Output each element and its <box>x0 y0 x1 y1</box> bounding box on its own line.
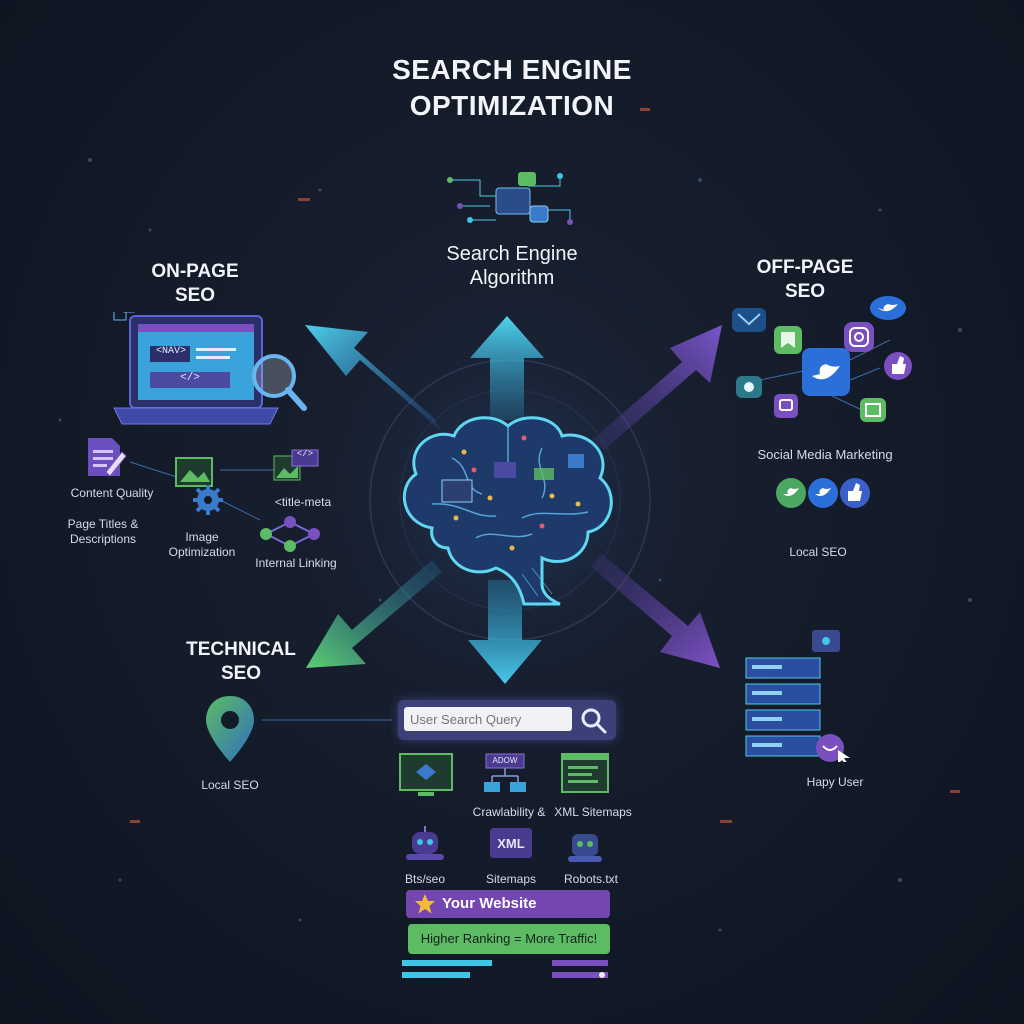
technical-heading: TECHNICAL SEO <box>176 638 306 686</box>
magnifier-icon <box>581 708 607 734</box>
social-badges <box>776 478 870 508</box>
arrow-up-right <box>592 325 722 450</box>
content-quality-label: Content Quality <box>70 486 154 500</box>
laptop-nav-tag: <NAV> <box>155 346 186 357</box>
traffic-bars <box>402 960 608 978</box>
ranking-banner: Higher Ranking = More Traffic! <box>408 924 610 954</box>
off-page-local-seo-label: Local SEO <box>789 545 847 559</box>
algorithm-heading-line-1: Search Engine <box>446 243 578 265</box>
image-optimization-label-line-2: Optimization <box>168 545 236 559</box>
arrow-up-left <box>305 325 440 430</box>
bookmark-icon <box>774 326 802 354</box>
title-line-1: SEARCH ENGINE <box>392 54 632 85</box>
code-image-icon <box>273 449 319 481</box>
laptop-code-tag: </> <box>180 372 200 384</box>
arrow-down-left <box>306 560 442 668</box>
robots-txt-icon <box>568 834 602 862</box>
robot-bot-icon <box>406 826 444 860</box>
accent-dashes <box>130 108 960 823</box>
server-stack-icon <box>745 630 850 762</box>
traffic-bar-2 <box>552 960 608 966</box>
share-icon <box>736 376 762 398</box>
technical-icons-row <box>399 753 609 796</box>
xml-icon-text: XML <box>497 836 525 851</box>
social-network-cluster <box>732 296 912 422</box>
document-edit-icon <box>88 438 127 477</box>
image-optimization-label-line-1: Image <box>185 530 219 544</box>
technical-icons-row-2: XML <box>406 826 602 862</box>
off-page-heading-line-1: OFF-PAGE <box>756 257 854 278</box>
search-bar <box>398 700 616 740</box>
code-tag-label: </> <box>296 449 314 459</box>
page-titles-label-line-2: Descriptions <box>69 532 137 546</box>
your-website-label: Your Website <box>442 895 537 912</box>
algorithm-heading-line-2: Algorithm <box>469 267 555 289</box>
technical-heading-line-1: TECHNICAL <box>186 639 296 660</box>
calendar-icon <box>860 398 886 422</box>
brain-icon <box>402 416 613 606</box>
twitter-badge-green <box>776 478 806 508</box>
adow-tag-label: ADOW <box>492 756 518 765</box>
twitter-icon-small <box>870 296 906 320</box>
sitemap-tree-icon <box>484 753 526 792</box>
twitter-icon-large <box>802 348 850 396</box>
chat-icon <box>774 394 798 418</box>
page-titles-label: Page Titles & Descriptions <box>48 517 158 547</box>
internal-linking-label: Internal Linking <box>255 556 337 570</box>
off-page-heading-line-2: SEO <box>784 281 826 302</box>
background-dots <box>58 158 972 932</box>
happy-user-label: Hapy User <box>806 775 864 789</box>
on-page-heading-line-2: SEO <box>174 285 216 306</box>
connector-lines <box>129 339 891 721</box>
diagram-title: SEARCH ENGINE OPTIMIZATION <box>0 52 1024 124</box>
sitemaps-label: Sitemaps <box>485 872 537 886</box>
like-badge <box>840 478 870 508</box>
algorithm-network-icon <box>447 172 573 225</box>
like-icon <box>884 352 912 380</box>
on-page-heading: ON-PAGE SEO <box>130 260 260 308</box>
email-icon <box>732 308 766 332</box>
title-meta-label: <title-meta <box>274 495 332 509</box>
monitor-crawl-icon <box>399 753 453 796</box>
twitter-badge-blue <box>808 478 838 508</box>
ranking-label: Higher Ranking = More Traffic! <box>420 931 598 946</box>
search-input[interactable] <box>404 707 572 731</box>
off-page-heading: OFF-PAGE SEO <box>740 256 870 304</box>
technical-heading-line-2: SEO <box>220 663 262 684</box>
algorithm-heading: Search Engine Algorithm <box>402 242 622 290</box>
image-gear-icon <box>175 457 223 515</box>
robots-txt-label: Robots.txt <box>563 872 619 886</box>
your-website-bar: Your Website <box>406 890 610 918</box>
xml-file-icon <box>561 753 609 793</box>
traffic-bar-3 <box>402 972 470 978</box>
laptop-icon <box>113 312 307 425</box>
xml-sitemap-icon: XML <box>490 828 532 858</box>
page-titles-label-line-1: Page Titles & <box>67 517 139 531</box>
traffic-bar-1 <box>402 960 492 966</box>
location-pin-icon <box>206 696 254 762</box>
arrow-up <box>470 316 544 420</box>
arrow-down-right <box>590 554 720 668</box>
crawlability-label: Crawlability & <box>472 805 546 819</box>
on-page-heading-line-1: ON-PAGE <box>151 261 239 282</box>
social-media-label: Social Media Marketing <box>757 447 893 462</box>
star-icon <box>415 894 435 914</box>
arrow-down <box>468 580 542 684</box>
bots-seo-label: Bts/seo <box>404 872 446 886</box>
internal-link-network-icon <box>260 516 320 552</box>
title-line-2: OPTIMIZATION <box>409 90 615 121</box>
traffic-bar-4 <box>552 972 608 978</box>
traffic-dot <box>599 972 605 978</box>
instagram-icon <box>844 322 874 352</box>
technical-local-seo-label: Local SEO <box>201 778 259 792</box>
image-optimization-label: Image Optimization <box>160 530 244 560</box>
search-button[interactable] <box>578 705 610 735</box>
xml-sitemaps-label: XML Sitemaps <box>554 805 632 819</box>
